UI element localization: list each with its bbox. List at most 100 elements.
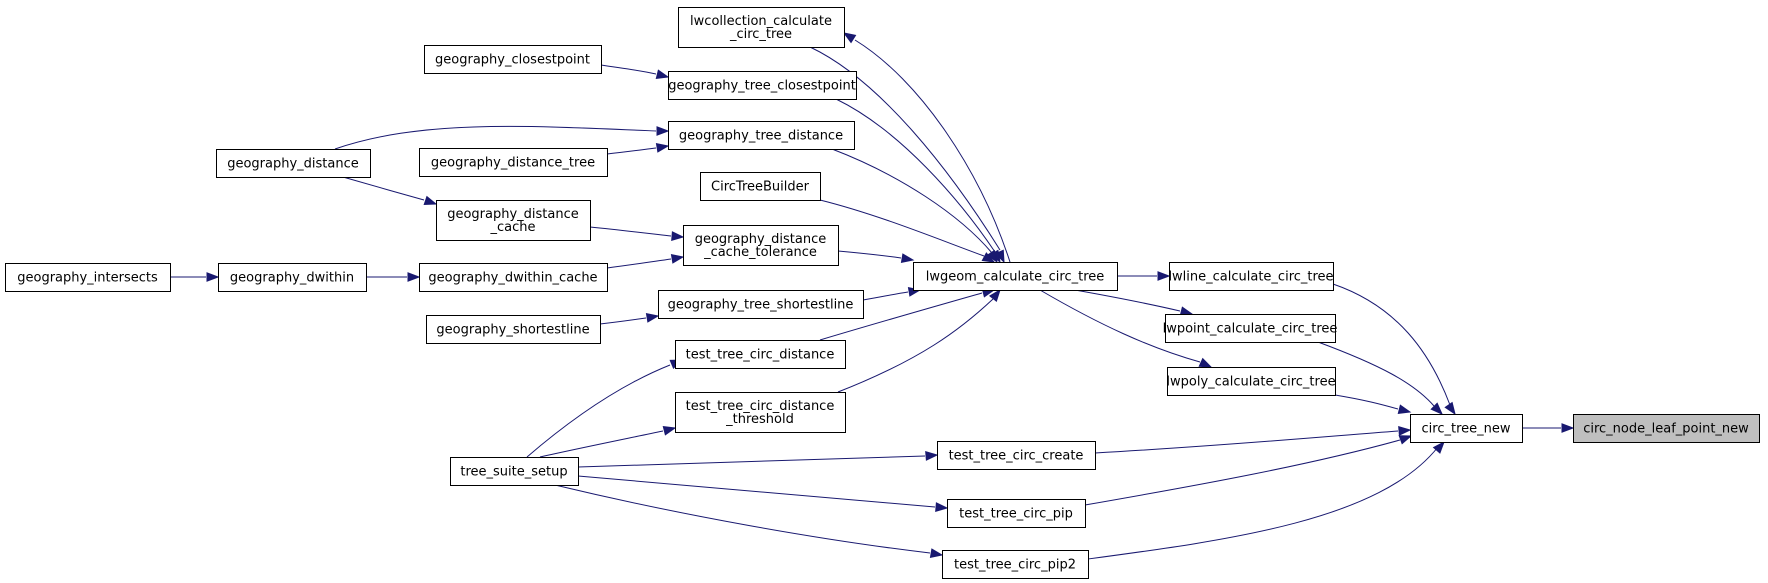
arrowhead (1432, 440, 1445, 454)
node-box (1169, 262, 1334, 291)
edge-line (1317, 341, 1435, 407)
node-label: lwpoly_calculate_circ_tree (1166, 375, 1335, 390)
arrowhead (662, 426, 677, 436)
node-box (1410, 414, 1523, 443)
edge-line (334, 125, 657, 150)
edge-line (854, 39, 1011, 263)
node-label: lwline_calculate_circ_tree (1168, 270, 1333, 285)
node-geography-distance[interactable]: geography_distance (216, 149, 371, 178)
edge-line (526, 364, 671, 458)
node-box (426, 315, 601, 344)
arrowhead (925, 451, 939, 461)
edge-gdct-to-lwgeom (837, 250, 915, 263)
node-geography-dwithin[interactable]: geography_dwithin (218, 263, 367, 292)
node-box (913, 262, 1118, 291)
edge-gdwc-to-gdct (606, 254, 685, 269)
node-lwgeom-calculate-circ-tree[interactable]: lwgeom_calculate_circ_tree (913, 262, 1118, 291)
arrowhead (670, 254, 685, 264)
node-test-tree-circ-distance-threshold[interactable]: test_tree_circ_distance_threshold (675, 392, 846, 433)
node-tree-suite-setup[interactable]: tree_suite_setup (450, 457, 579, 486)
edge-line (835, 98, 996, 253)
node-test-tree-circ-create[interactable]: test_tree_circ_create (937, 441, 1096, 470)
node-label: geography_tree_shortestline (668, 298, 854, 313)
edge-tcc_pip2-to-circ_tree_new (1087, 440, 1445, 560)
node-box (700, 172, 821, 201)
node-box (668, 121, 855, 150)
node-geography-distance-tree[interactable]: geography_distance_tree (419, 148, 608, 177)
node-geography-distance-cache[interactable]: geography_distance_cache (436, 200, 591, 241)
edge-line (554, 484, 931, 554)
edge-line (577, 455, 926, 468)
node-label: circ_node_leaf_point_new (1583, 422, 1749, 437)
node-label: circ_tree_new (1422, 422, 1511, 437)
edge-tss-to-ttcdt (539, 426, 677, 458)
edge-line (539, 430, 664, 458)
edge-line (600, 64, 657, 75)
node-box (1165, 314, 1336, 343)
node-test-tree-circ-pip[interactable]: test_tree_circ_pip (947, 499, 1086, 528)
node-label: geography_closestpoint (435, 53, 590, 68)
edge-line (862, 291, 909, 301)
edge-lwline-to-circ_tree_new (1332, 283, 1456, 416)
arrowhead (407, 272, 421, 282)
edge-line (1334, 394, 1399, 410)
arrowhead (1157, 271, 1171, 281)
arrowhead (986, 249, 998, 264)
node-box (675, 340, 846, 369)
node-box (216, 149, 371, 178)
node-lwcollection-calculate-circ-tree[interactable]: lwcollection_calculate_circ_tree (678, 7, 845, 48)
arrowhead (645, 313, 660, 323)
edge-line (837, 298, 994, 393)
edge-gi-to-gdw (170, 272, 220, 282)
node-label: _cache (490, 220, 536, 235)
edge-gdt-to-gtd (606, 143, 670, 155)
edge-gtd-to-lwgeom (831, 148, 998, 264)
edge-line (1332, 283, 1451, 406)
node-lwpoint-calculate-circ-tree[interactable]: lwpoint_calculate_circ_tree (1163, 314, 1338, 343)
edge-tcc_create-to-circ_tree_new (1094, 426, 1412, 454)
arrowhead (206, 272, 220, 282)
node-geography-shortestline[interactable]: geography_shortestline (426, 315, 601, 344)
edge-gdw-to-gdwc (366, 272, 421, 282)
node-label: geography_shortestline (436, 323, 589, 338)
node-geography-tree-closestpoint[interactable]: geography_tree_closestpoint (668, 71, 857, 100)
arrowhead (900, 253, 915, 263)
arrowhead (1430, 402, 1443, 415)
node-label: tree_suite_setup (460, 465, 567, 480)
node-label: geography_distance_tree (431, 156, 595, 171)
edge-line (1094, 430, 1399, 454)
edge-lwgeom-to-lwline (1117, 271, 1171, 281)
edge-line (589, 226, 672, 237)
node-test-tree-circ-pip2[interactable]: test_tree_circ_pip2 (942, 550, 1089, 579)
edge-tss-to-tcc_create (577, 451, 939, 468)
node-label: lwpoint_calculate_circ_tree (1163, 322, 1338, 337)
edge-line (809, 46, 1001, 251)
node-geography-distance-cache-tolerance[interactable]: geography_distance_cache_tolerance (683, 225, 839, 266)
node-lwline-calculate-circ-tree[interactable]: lwline_calculate_circ_tree (1168, 262, 1334, 291)
node-box (937, 441, 1096, 470)
node-geography-tree-distance[interactable]: geography_tree_distance (668, 121, 855, 150)
node-geography-tree-shortestline[interactable]: geography_tree_shortestline (658, 290, 864, 319)
edge-ctb-to-lwgeom (819, 199, 996, 263)
node-label: test_tree_circ_pip (959, 507, 1073, 522)
node-geography-intersects[interactable]: geography_intersects (5, 263, 171, 292)
node-box (668, 71, 857, 100)
node-geography-closestpoint[interactable]: geography_closestpoint (424, 45, 602, 74)
node-label: geography_dwithin (230, 271, 354, 286)
node-box (942, 550, 1089, 579)
node-circ-node-leaf-point-new[interactable]: circ_node_leaf_point_new (1573, 414, 1760, 443)
node-label: geography_tree_distance (679, 129, 843, 144)
node-box (675, 392, 846, 433)
arrowhead (981, 252, 996, 263)
node-test-tree-circ-distance[interactable]: test_tree_circ_distance (675, 340, 846, 369)
arrowhead (1444, 401, 1456, 416)
edge-tss-to-ttcd (526, 359, 684, 458)
node-circtreebuilder[interactable]: CircTreeBuilder (700, 172, 821, 201)
edge-lwgeom-to-lwpoly (1039, 289, 1213, 368)
node-lwpoly-calculate-circ-tree[interactable]: lwpoly_calculate_circ_tree (1166, 367, 1336, 396)
node-label: geography_intersects (17, 271, 158, 286)
node-box (436, 200, 591, 241)
node-circ-tree-new[interactable]: circ_tree_new (1410, 414, 1523, 443)
node-geography-dwithin-cache[interactable]: geography_dwithin_cache (419, 263, 608, 292)
edge-line (599, 317, 647, 325)
